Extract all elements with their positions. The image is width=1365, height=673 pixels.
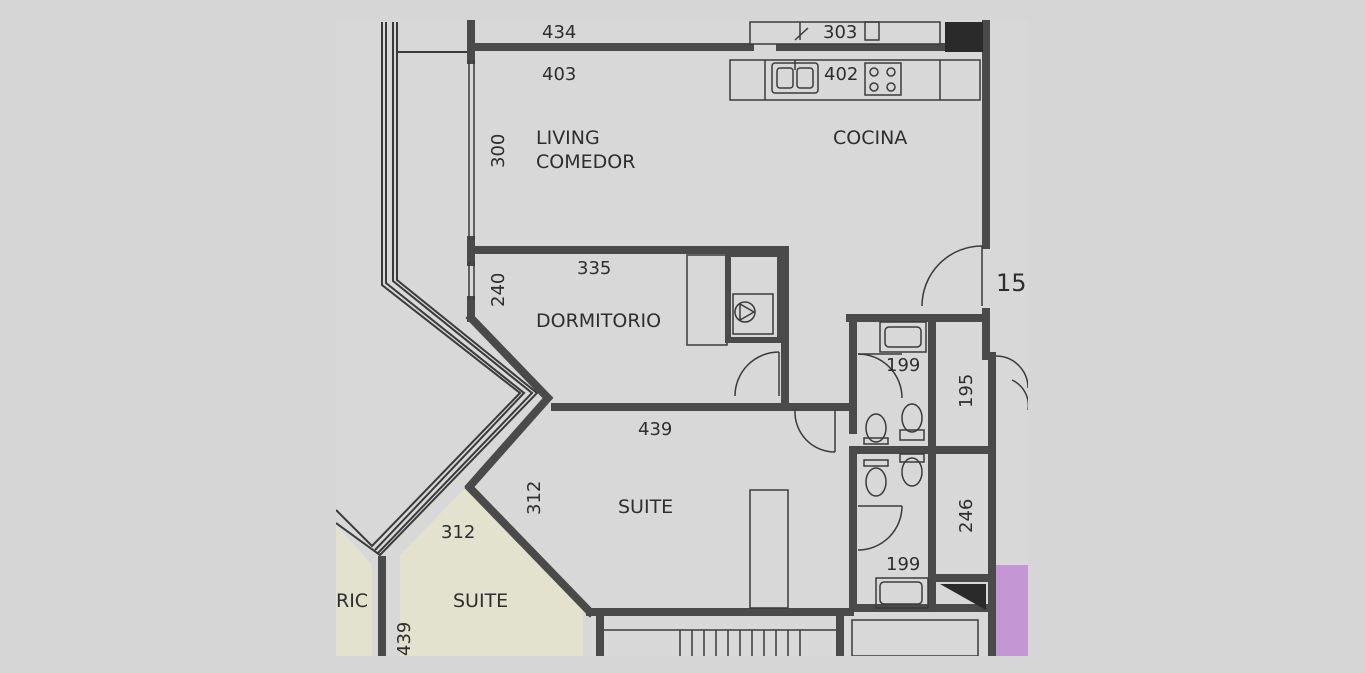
dimension-335: 335 <box>577 258 611 279</box>
toilet-icon <box>863 321 929 609</box>
upper-sink-icon <box>794 21 880 41</box>
sink-icon <box>771 60 819 94</box>
dimension-240: 240 <box>488 273 509 307</box>
washer-icon <box>732 293 774 335</box>
accent-purple-area <box>992 565 1028 656</box>
room-label-dormitorio: DORMITORIO <box>536 310 661 332</box>
dimension-195: 195 <box>956 374 977 408</box>
walls <box>378 20 996 656</box>
room-label-partial-left: RIC <box>336 590 368 612</box>
wardrobe-suite <box>749 489 789 609</box>
dimension-312-neighbor: 312 <box>441 522 475 543</box>
dimension-403: 403 <box>542 64 576 85</box>
stairs-icon <box>604 629 836 656</box>
wardrobe-dormitorio <box>686 254 728 346</box>
dimension-434: 434 <box>542 22 576 43</box>
room-label-cocina: COCINA <box>833 127 907 149</box>
dimension-246: 246 <box>956 499 977 533</box>
dimension-312-suite: 312 <box>524 481 545 515</box>
door-swing-icon <box>734 245 1028 551</box>
shaft-corner <box>940 584 986 610</box>
bidet-icon <box>899 403 925 487</box>
room-label-suite-main: SUITE <box>618 496 673 518</box>
neighbor-left-area <box>336 525 372 656</box>
room-label-suite-neighbor: SUITE <box>453 590 508 612</box>
room-label-living: LIVING <box>536 127 600 149</box>
neighbor-suite-area <box>400 488 583 656</box>
dimension-199-top: 199 <box>886 355 920 376</box>
window-living <box>468 60 475 300</box>
balcony-rail <box>336 22 539 557</box>
dimension-439-suite: 439 <box>638 419 672 440</box>
dimension-303: 303 <box>823 22 857 43</box>
dimension-402: 402 <box>824 64 858 85</box>
elevator-box <box>851 619 979 656</box>
unit-number: 15 <box>996 269 1027 297</box>
room-label-comedor: COMEDOR <box>536 151 635 173</box>
shaft <box>945 22 983 52</box>
dimension-300: 300 <box>488 134 509 168</box>
dimension-439-neighbor: 439 <box>394 622 415 656</box>
dimension-199-bottom: 199 <box>886 554 920 575</box>
washer-closet <box>725 251 783 343</box>
stove-icon <box>864 62 902 96</box>
